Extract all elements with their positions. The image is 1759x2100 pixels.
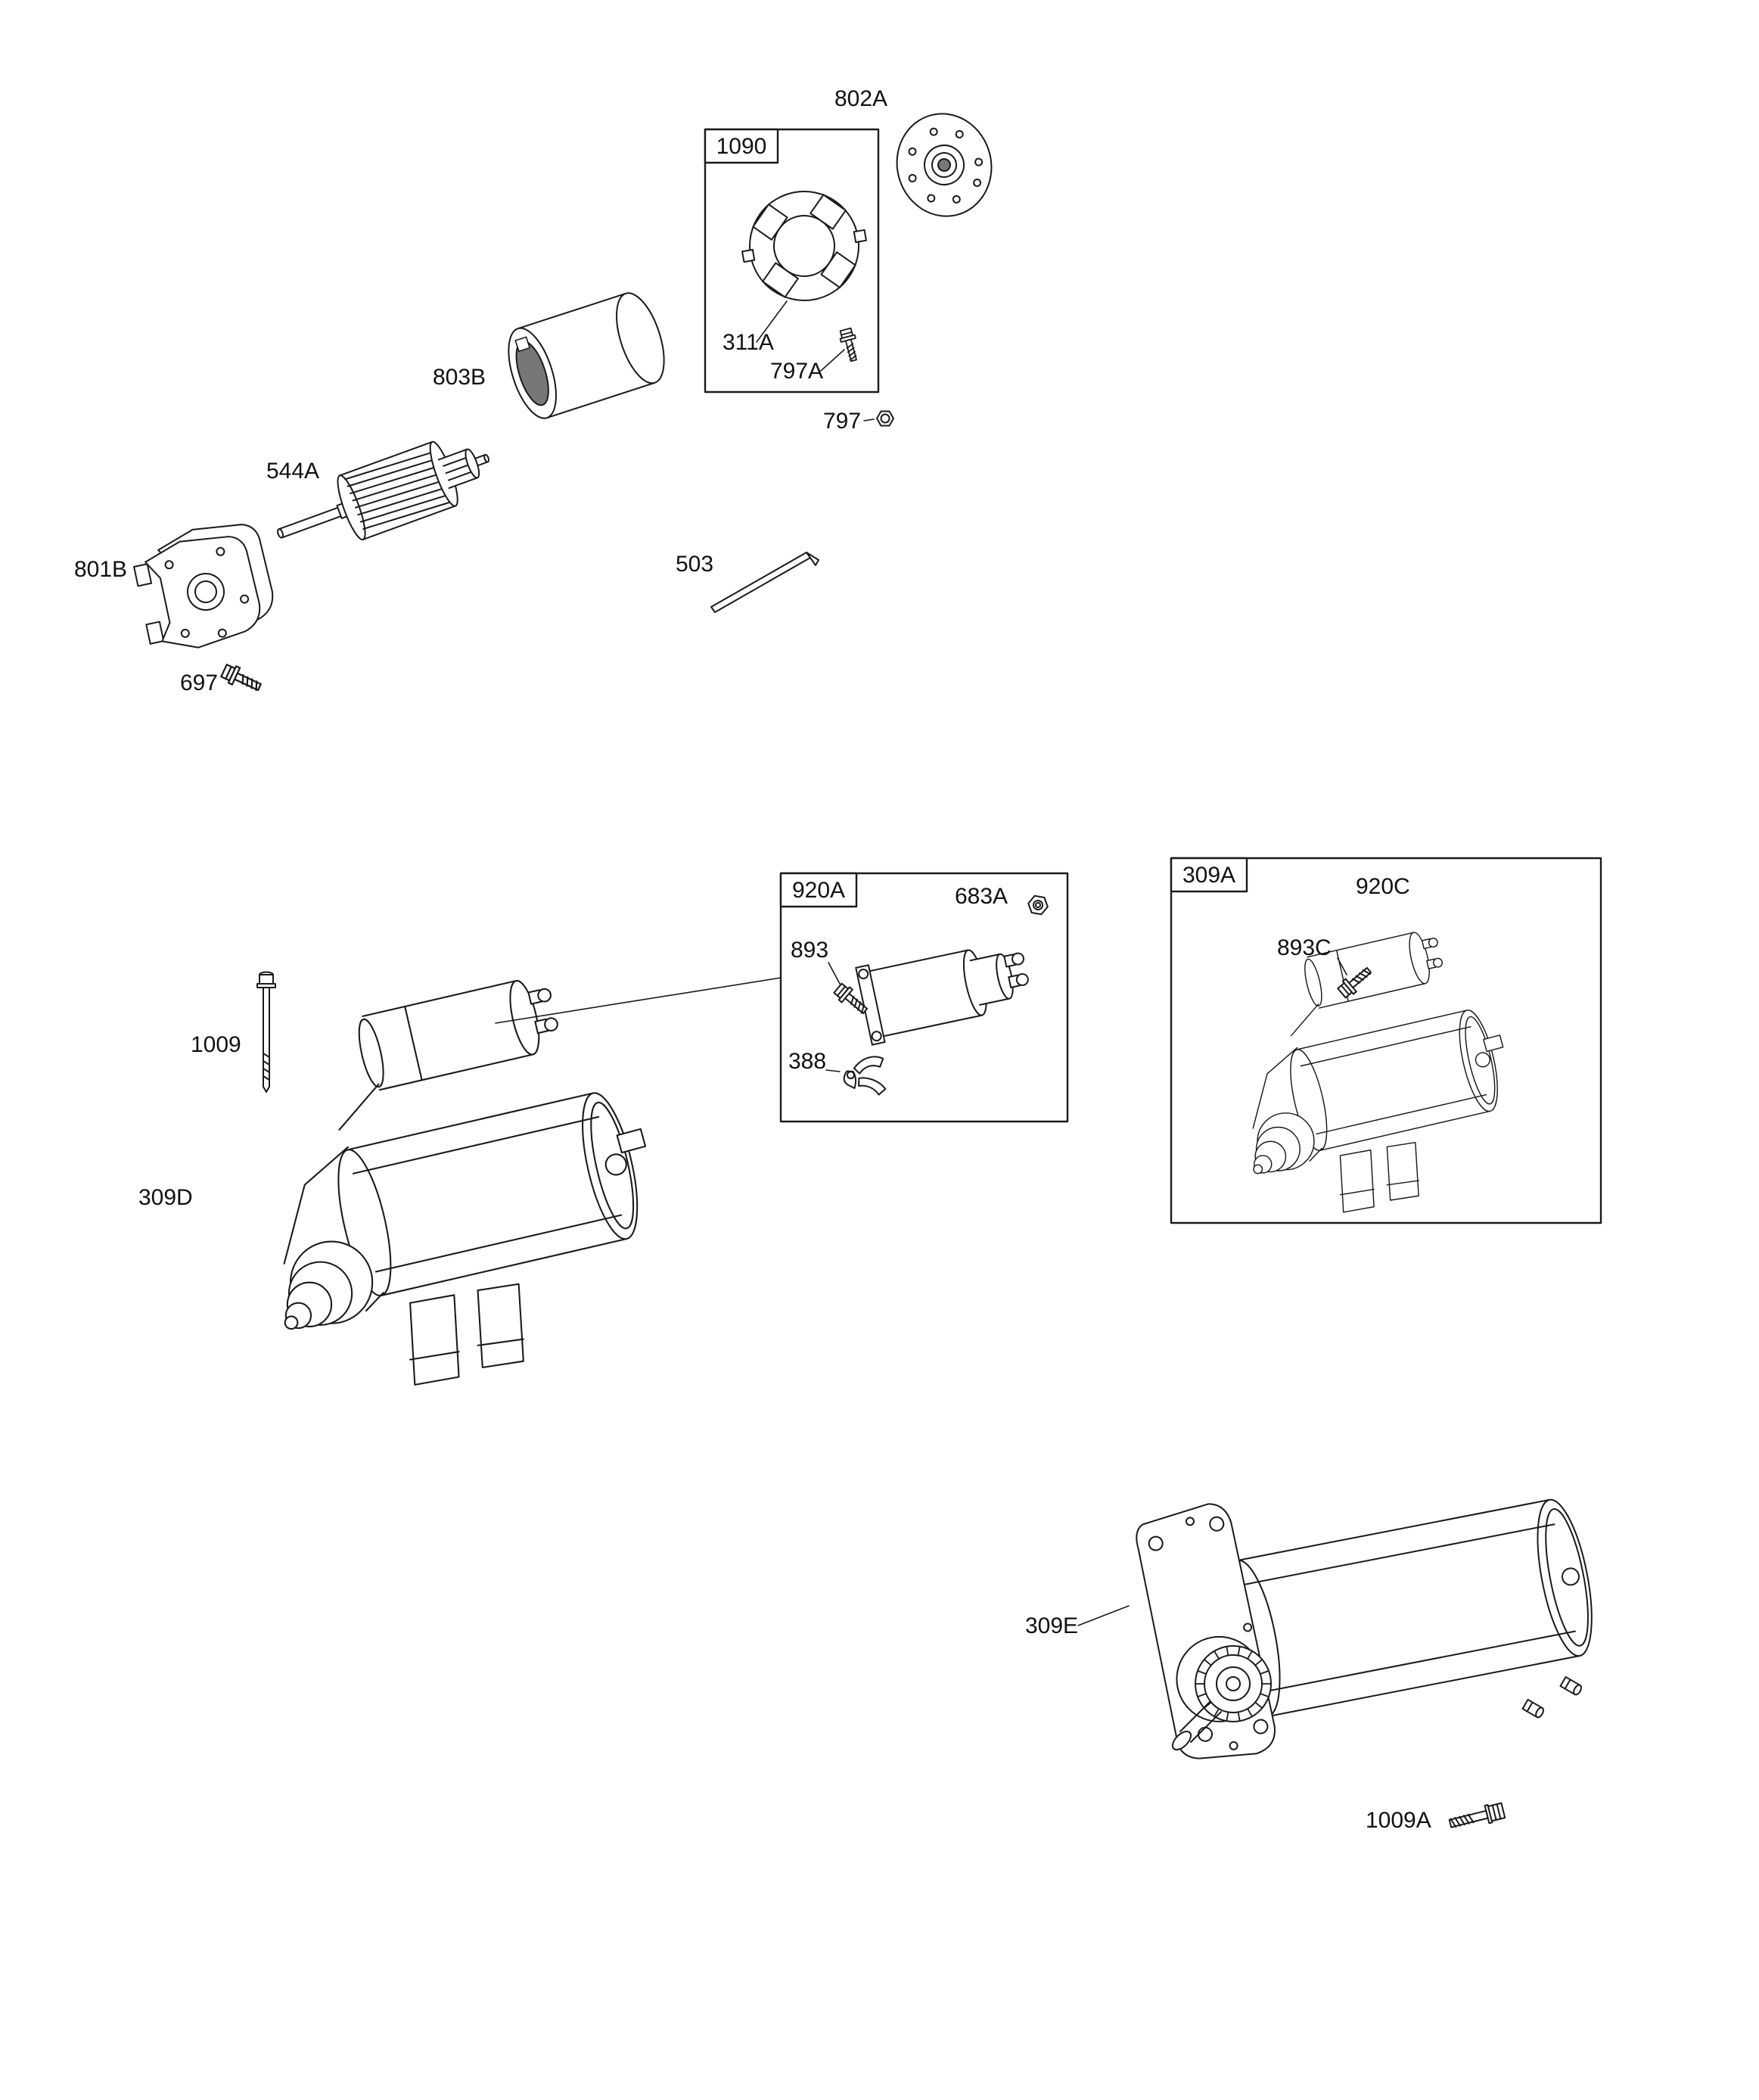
armature-544A <box>277 440 489 541</box>
callout-544A: 544A <box>266 459 319 484</box>
callout-893C: 893C <box>1277 935 1332 960</box>
starter-motor-309E <box>1136 1498 1593 1759</box>
brush-screw-797A <box>838 327 862 363</box>
callout-1009: 1009 <box>191 1032 241 1057</box>
callout-311A: 311A <box>723 330 774 355</box>
shift-fork-388 <box>843 1056 887 1096</box>
callout-797A: 797A <box>770 359 823 384</box>
detail-box-1090 <box>704 128 880 394</box>
retainer-strip-503 <box>710 552 819 613</box>
leader-309E <box>1077 1605 1130 1626</box>
screw-697 <box>219 661 265 697</box>
leader-920A-box <box>495 977 782 1024</box>
callout-801B: 801B <box>74 557 127 582</box>
callout-683A: 683A <box>955 884 1008 909</box>
starter-motor-309D <box>283 972 649 1386</box>
callout-797: 797 <box>823 409 861 434</box>
end-plate-802A <box>896 113 993 217</box>
through-bolt-1009 <box>256 971 276 1093</box>
motor-housing-803B <box>508 292 665 419</box>
leader-797 <box>863 418 875 422</box>
callout-802A: 802A <box>834 86 887 111</box>
callout-920A: 920A <box>792 878 845 903</box>
callout-309E: 309E <box>1025 1613 1078 1638</box>
leader-893 <box>828 962 841 985</box>
hex-nut-797 <box>876 410 894 427</box>
drive-end-plate-801B <box>133 524 274 649</box>
callout-503: 503 <box>676 552 713 577</box>
terminal-nut-683A <box>1027 894 1049 916</box>
leader-893C <box>1337 957 1347 975</box>
starter-motor-309A <box>1252 927 1506 1213</box>
callout-1090: 1090 <box>716 134 767 159</box>
mounting-bolt-1009A <box>1448 1802 1506 1828</box>
callout-1009A: 1009A <box>1366 1808 1431 1833</box>
solenoid-assembly <box>855 949 1029 1046</box>
callout-803B: 803B <box>433 365 486 390</box>
callout-920C: 920C <box>1356 874 1410 899</box>
leader-797A <box>820 349 845 372</box>
callout-309D: 309D <box>138 1185 193 1210</box>
leader-311A <box>756 300 788 343</box>
detail-box-309A <box>1170 857 1602 1224</box>
callout-697: 697 <box>180 670 218 695</box>
callout-893: 893 <box>791 938 828 963</box>
leader-388 <box>825 1069 841 1072</box>
callout-309A: 309A <box>1183 863 1235 888</box>
brush-holder-311A <box>741 191 867 301</box>
callout-388: 388 <box>788 1049 826 1074</box>
